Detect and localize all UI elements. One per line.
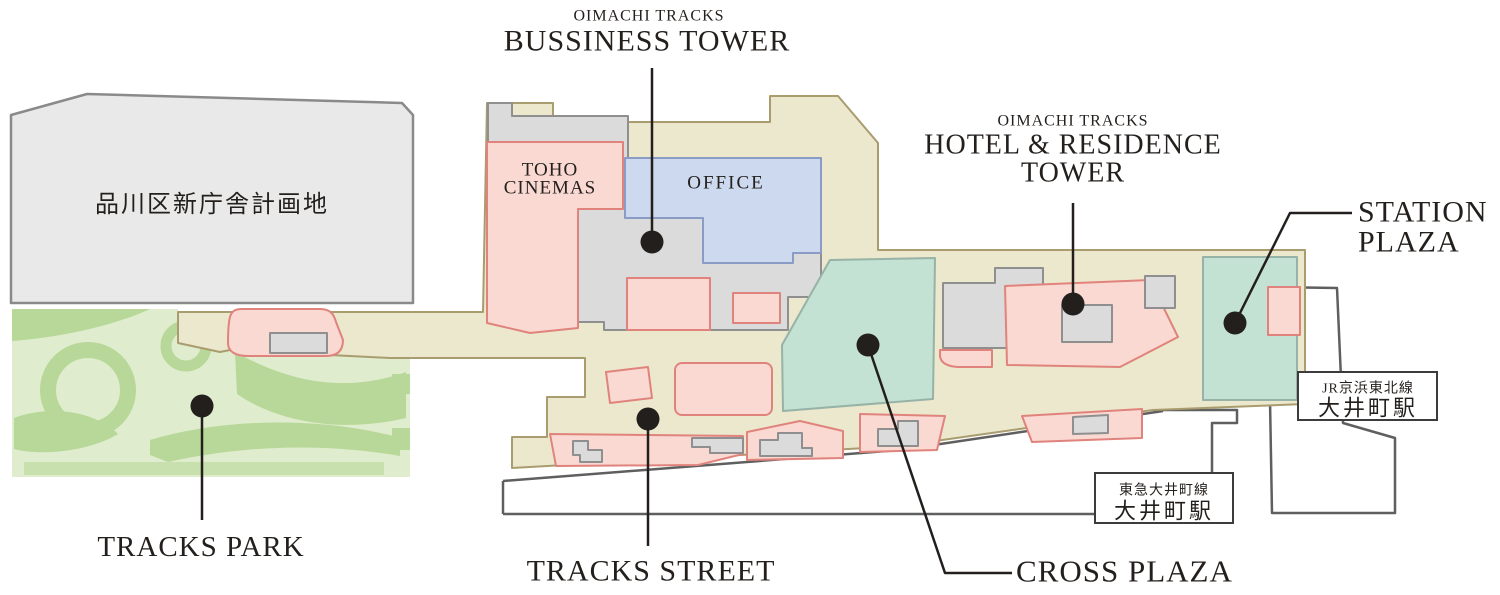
business-tower-block bbox=[486, 102, 822, 334]
street-kiosk bbox=[1072, 414, 1109, 435]
station-plaza-leader bbox=[1233, 211, 1352, 324]
cross-plaza-leader bbox=[866, 344, 1012, 575]
jr-line-label: JR京浜東北線 bbox=[1322, 381, 1414, 397]
station-plaza-dot bbox=[1223, 311, 1247, 335]
business-tower-kicker: OIMACHI TRACKS bbox=[573, 8, 724, 25]
station-plaza-label-line2: PLAZA bbox=[1358, 226, 1460, 259]
business-tower-label: BUSSINESS TOWER bbox=[504, 25, 790, 58]
street-kiosk bbox=[572, 440, 603, 463]
station-plaza-label-line1: STATION bbox=[1358, 196, 1488, 229]
tracks-park-label: TRACKS PARK bbox=[97, 531, 304, 563]
tokyu-station-outline bbox=[1153, 408, 1239, 473]
park-foliage bbox=[24, 462, 384, 475]
street-shop bbox=[674, 362, 773, 416]
toho-cinemas-label-line2: CINEMAS bbox=[504, 178, 597, 199]
tracks-street-dot bbox=[636, 407, 660, 431]
office-label: OFFICE bbox=[687, 173, 764, 194]
jr-station-box bbox=[1297, 371, 1438, 421]
toho-cinemas-label-line1: TOHO bbox=[522, 160, 578, 181]
podium-annex bbox=[626, 277, 711, 331]
street-shop bbox=[605, 366, 653, 404]
cross-plaza-dot bbox=[856, 333, 880, 357]
toho-cinemas-building bbox=[486, 141, 624, 334]
hotel-tower-block bbox=[939, 267, 1179, 368]
podium-annex bbox=[732, 292, 781, 324]
park-strip-core bbox=[269, 332, 328, 354]
park-foliage bbox=[14, 411, 118, 453]
hotel-tower-label-line2: TOWER bbox=[1021, 158, 1125, 189]
tokyu-station-label: 大井町駅 bbox=[1114, 499, 1214, 524]
planned-site-area bbox=[9, 92, 415, 305]
park-foliage bbox=[12, 309, 150, 341]
street-kiosk bbox=[759, 432, 813, 457]
park-foliage bbox=[392, 428, 410, 450]
tracks-street-row bbox=[549, 362, 1143, 467]
park-foliage bbox=[235, 352, 406, 425]
street-kiosk bbox=[691, 437, 744, 454]
cross-plaza-area bbox=[781, 257, 936, 412]
jr-station-label: 大井町駅 bbox=[1318, 396, 1418, 421]
tracks-park-dot bbox=[190, 394, 214, 418]
station-plaza-block bbox=[1202, 256, 1301, 401]
hotel-small-building bbox=[1144, 275, 1176, 309]
park-foliage bbox=[392, 374, 410, 394]
cross-plaza-label: CROSS PLAZA bbox=[1016, 554, 1233, 589]
planned-site-label: 品川区新庁舎計画地 bbox=[95, 191, 329, 218]
station-plaza-annex bbox=[1267, 286, 1301, 336]
tokyu-station-box bbox=[1094, 472, 1234, 524]
hotel-tower-kicker: OIMACHI TRACKS bbox=[997, 113, 1148, 130]
station-label-boxes bbox=[1094, 371, 1438, 524]
leader-lines bbox=[190, 68, 1352, 575]
hotel-tower-dot bbox=[1061, 292, 1085, 316]
park-foliage bbox=[150, 422, 400, 462]
tokyu-line-label: 東急大井町線 bbox=[1119, 483, 1209, 499]
tracks-street-label: TRACKS STREET bbox=[527, 555, 776, 588]
business-tower-dot bbox=[640, 230, 664, 254]
hotel-annex bbox=[939, 349, 993, 368]
hotel-tower-label-line1: HOTEL & RESIDENCE bbox=[924, 130, 1222, 161]
hotel-core-building bbox=[1061, 304, 1113, 343]
map-labels: 品川区新庁舎計画地 OIMACHI TRACKS BUSSINESS TOWER… bbox=[95, 8, 1488, 589]
park-strip-block bbox=[227, 308, 344, 357]
